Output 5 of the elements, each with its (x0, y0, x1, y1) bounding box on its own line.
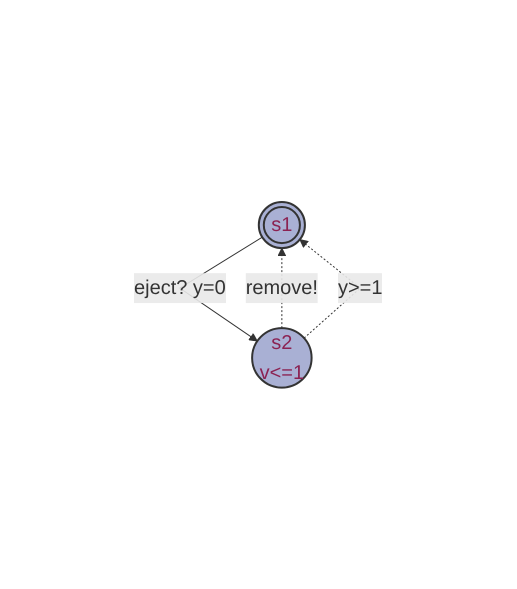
node-circle: s1 (258, 200, 306, 249)
edge-label: remove! (246, 276, 318, 299)
node-circle: s2 v<=1 (251, 326, 313, 388)
edge-label: y>=1 (338, 276, 383, 299)
edge-label: eject? y=0 (134, 276, 226, 299)
